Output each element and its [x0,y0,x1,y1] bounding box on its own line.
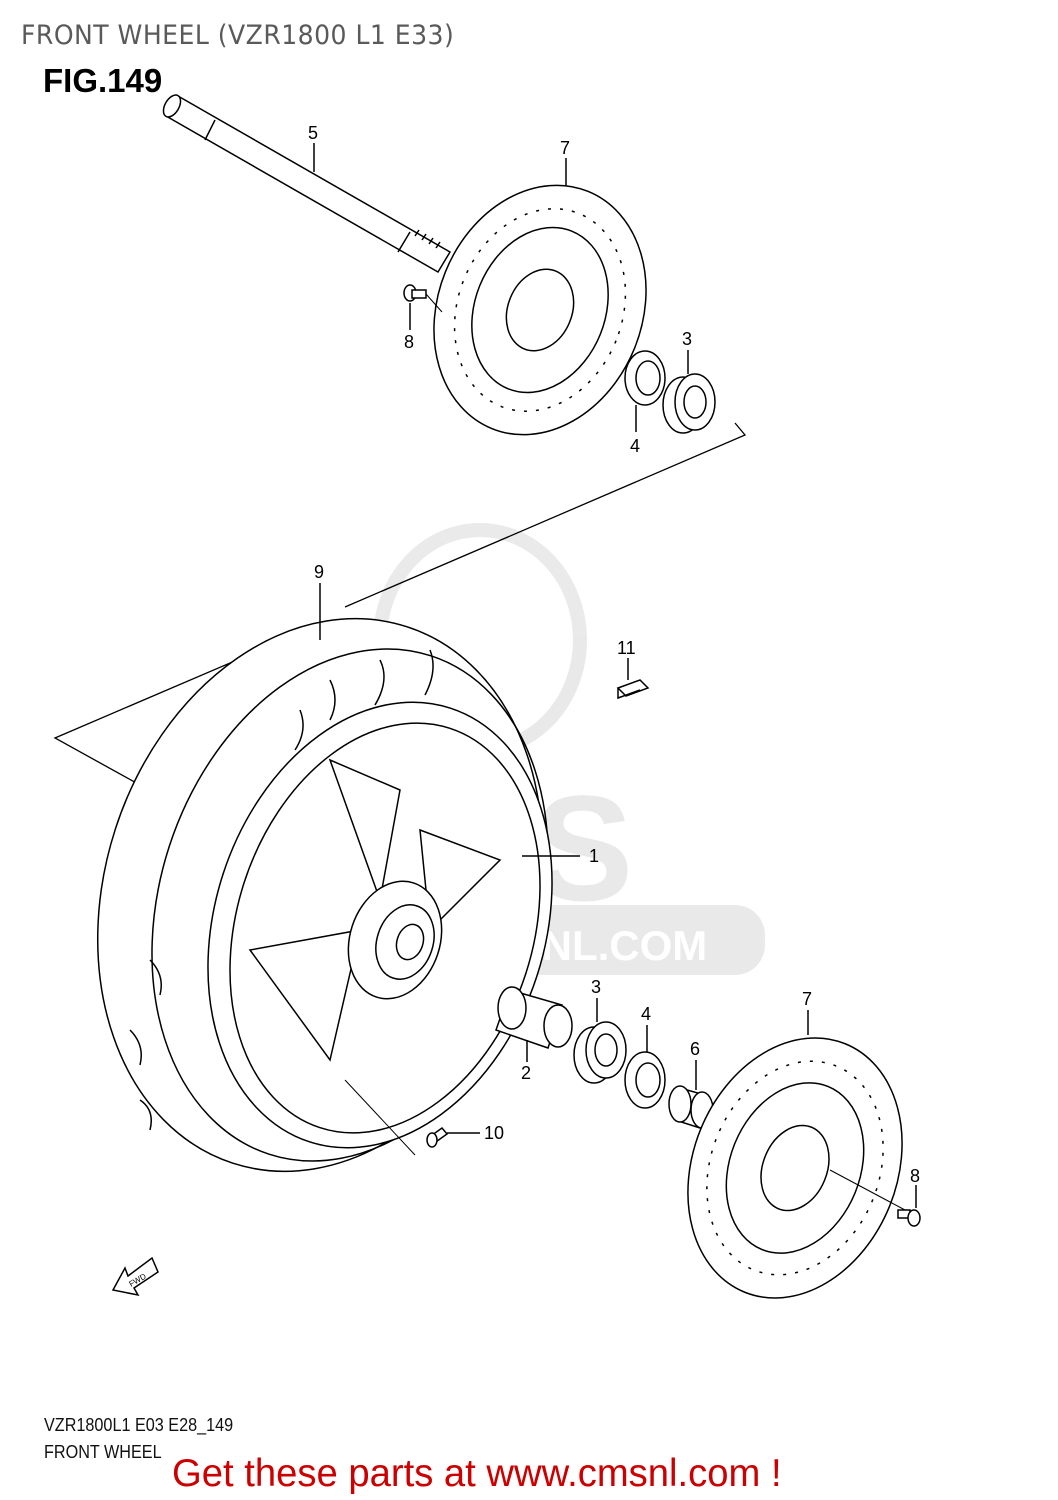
callout-6: 6 [690,1039,700,1059]
brake-disc-top [433,184,647,436]
callout-7-bottom: 7 [802,989,812,1009]
air-valve [344,1079,449,1156]
callout-8-top: 8 [404,332,414,352]
callout-2: 2 [521,1063,531,1083]
assembly-plane-lines [53,422,747,786]
forward-arrow-icon: FWD [111,1256,159,1297]
promo-link[interactable]: Get these parts at www.cmsnl.com ! [172,1452,782,1495]
wheel-rim [207,701,553,1149]
callout-5: 5 [308,123,318,143]
callout-4-top: 4 [630,436,640,456]
callout-11: 11 [617,638,636,658]
balance-weight [616,679,650,700]
page-title: FRONT WHEEL (VZR1800 L1 E33) [21,20,455,51]
diagram-code: VZR1800L1 E03 E28_149 [44,1415,234,1435]
callout-10: 10 [484,1123,504,1143]
oil-seal-bottom [624,1051,666,1109]
callout-7-top: 7 [560,138,570,158]
spacer [495,986,573,1049]
bearing-bottom [573,1021,627,1084]
callout-9: 9 [314,562,324,582]
brake-disc-bottom [687,1037,903,1299]
bearing-top [662,373,716,434]
disc-bolt-top [403,284,443,313]
callout-4-bottom: 4 [641,1004,651,1024]
axle [162,94,452,274]
callout-1: 1 [589,846,599,866]
callout-3-bottom: 3 [591,977,601,997]
disc-bolt-bottom [829,1169,921,1227]
oil-seal-top [624,350,666,406]
callout-3-top: 3 [682,329,692,349]
figure-number: FIG.149 [43,62,163,99]
callout-8-bottom: 8 [910,1166,920,1186]
diagram-name: FRONT WHEEL [44,1442,162,1462]
